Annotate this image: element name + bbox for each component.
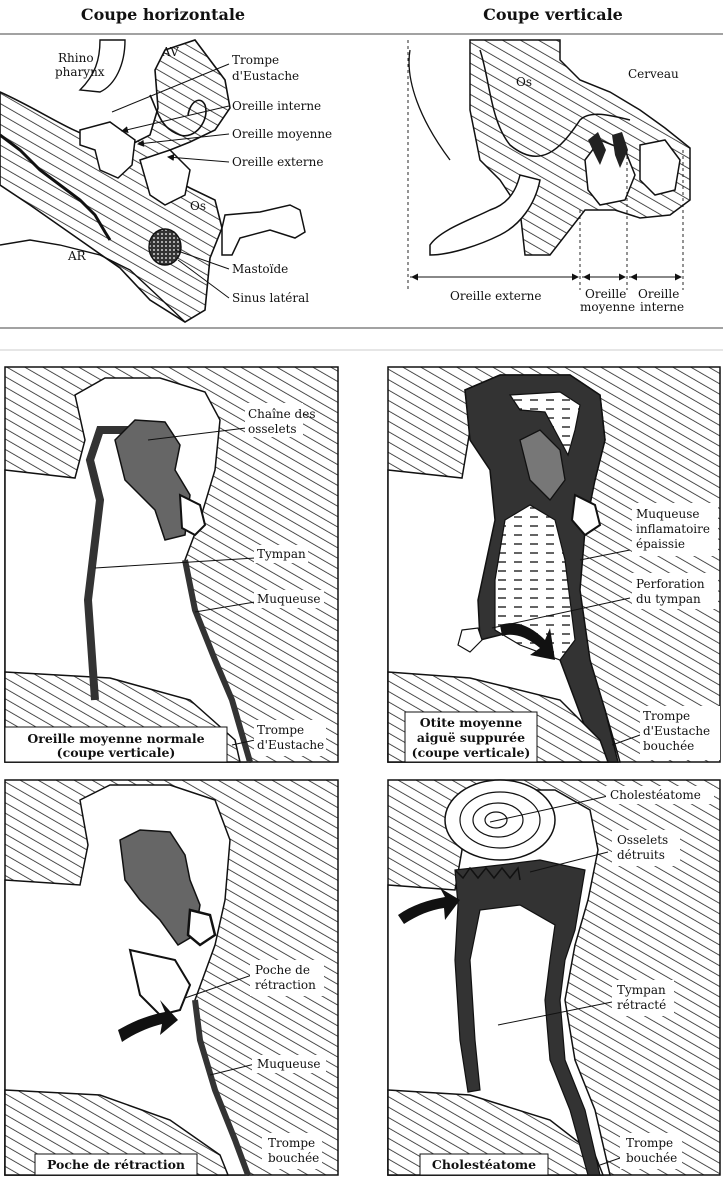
label-trompe-chol-2: bouchée — [626, 1151, 677, 1165]
vertical-section-diagram — [407, 39, 691, 290]
label-chaine-2: osselets — [248, 422, 297, 436]
caption-box-chol — [419, 1153, 549, 1176]
label-poche-1: Poche de — [255, 963, 310, 977]
label-cerveau: Cerveau — [628, 67, 679, 81]
label-ar: AR — [67, 249, 87, 263]
label-bg-trompe-otite — [640, 706, 720, 760]
panel-otite — [387, 366, 721, 763]
label-eustache: d'Eustache — [232, 69, 299, 83]
label-poche-2: rétraction — [255, 978, 316, 992]
label-muqueuse-poche: Muqueuse — [257, 1057, 321, 1071]
label-os-vertical: Os — [516, 75, 532, 89]
label-muqueuse: Muqueuse — [257, 592, 321, 606]
label-muq-inf-2: inflamatoire — [636, 522, 710, 536]
label-pharynx: pharynx — [55, 65, 105, 79]
label-bg-osselets — [612, 830, 680, 866]
label-trompe-1: Trompe — [257, 723, 304, 737]
label-bg-perforation — [632, 573, 718, 609]
caption-box-normal — [4, 726, 228, 763]
label-oreille-interne: Oreille interne — [232, 99, 321, 113]
label-av: AV — [161, 45, 179, 59]
label-bg-muqueuse — [254, 590, 324, 608]
label-oreille-externe: Oreille externe — [232, 155, 323, 169]
label-oreille-interne-b: interne — [640, 300, 684, 314]
label-bg-trompe-poche — [262, 1133, 322, 1169]
label-osselets-2: détruits — [617, 848, 665, 862]
label-tympan: Tympan — [257, 547, 306, 561]
label-bg-trompe — [254, 720, 326, 756]
caption-poche: Poche de rétraction — [47, 1157, 185, 1172]
label-trompe-2: d'Eustache — [257, 738, 324, 752]
label-oreille-moyenne-a: Oreille — [585, 287, 626, 301]
label-rhino: Rhino — [58, 51, 94, 65]
label-bg-tympan — [254, 545, 308, 563]
label-osselets-1: Osselets — [617, 833, 668, 847]
panel-cholesteatome — [387, 779, 721, 1176]
caption-otite-1: Otite moyenne — [420, 715, 522, 730]
caption-otite-3: (coupe verticale) — [412, 745, 531, 760]
label-os: Os — [190, 199, 206, 213]
label-chol: Cholestéatome — [610, 788, 701, 802]
caption-box-otite — [404, 711, 538, 763]
label-oreille-moyenne-b: moyenne — [580, 300, 635, 314]
label-bg-poche — [250, 960, 324, 996]
label-bg-muqueuse-poche — [252, 1055, 326, 1073]
label-bg-chaine — [245, 403, 303, 437]
label-bg-tympan-retracte — [612, 980, 674, 1016]
title-vertical: Coupe verticale — [483, 5, 623, 24]
label-bg-muqueuse-inf — [632, 503, 718, 556]
label-muq-inf-3: épaissie — [636, 537, 685, 551]
label-bg-chol — [606, 786, 714, 804]
label-trompe-otite-3: bouchée — [643, 739, 694, 753]
label-perforation-1: Perforation — [636, 577, 705, 591]
label-perforation-2: du tympan — [636, 592, 701, 606]
label-muq-inf-1: Muqueuse — [636, 507, 700, 521]
label-chaine-1: Chaîne des — [248, 407, 316, 421]
label-oreille-externe-vertical: Oreille externe — [450, 289, 541, 303]
label-tympan-retracte-2: rétracté — [617, 998, 666, 1012]
label-trompe-otite-1: Trompe — [643, 709, 690, 723]
label-sinus: Sinus latéral — [232, 291, 309, 305]
label-oreille-moyenne: Oreille moyenne — [232, 127, 332, 141]
horizontal-section-diagram — [0, 39, 306, 323]
label-oreille-interne-a: Oreille — [638, 287, 679, 301]
panel-poche — [4, 779, 339, 1177]
label-mastoide: Mastoïde — [232, 262, 288, 276]
caption-normal-1: Oreille moyenne normale — [27, 731, 204, 746]
label-trompe-poche-1: Trompe — [268, 1136, 315, 1150]
title-horizontal: Coupe horizontale — [81, 5, 245, 24]
label-trompe-otite-2: d'Eustache — [643, 724, 710, 738]
label-tympan-retracte-1: Tympan — [617, 983, 666, 997]
caption-otite-2: aiguë suppurée — [417, 730, 525, 745]
label-trompe-poche-2: bouchée — [268, 1151, 319, 1165]
label-bg-trompe-chol — [620, 1133, 682, 1169]
label-trompe: Trompe — [232, 53, 279, 67]
caption-normal-2: (coupe verticale) — [57, 745, 176, 760]
label-trompe-chol-1: Trompe — [626, 1136, 673, 1150]
caption-chol: Cholestéatome — [432, 1157, 536, 1172]
caption-box-poche — [34, 1153, 198, 1176]
